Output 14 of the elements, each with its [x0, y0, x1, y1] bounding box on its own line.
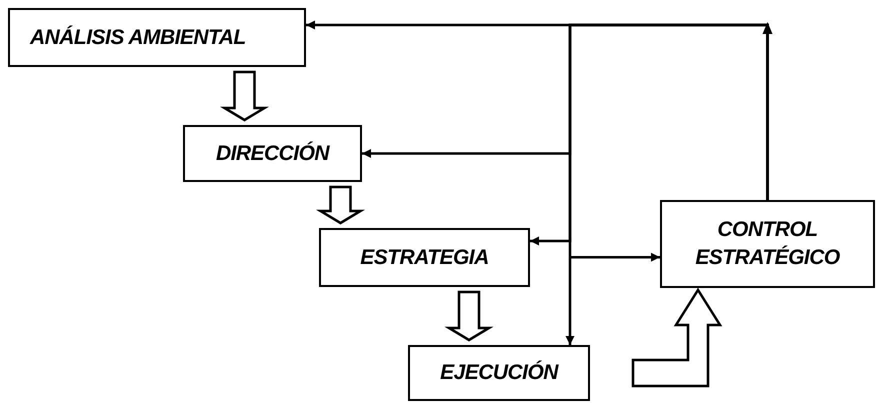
block-arrow	[444, 290, 494, 342]
box-label: ESTRATEGIA	[360, 244, 489, 270]
block-arrow	[220, 70, 270, 122]
box-label: DIRECCIÓN	[216, 140, 330, 166]
block-arrow	[316, 186, 366, 224]
process-box	[183, 125, 362, 182]
block-arrow	[632, 288, 722, 388]
box-label: CONTROL ESTRATÉGICO	[694, 217, 841, 271]
box-label: ANÁLISIS AMBIENTAL	[30, 24, 246, 50]
process-box	[8, 8, 306, 67]
process-box	[660, 200, 875, 288]
process-box	[319, 228, 530, 287]
box-label: EJECUCIÓN	[440, 360, 558, 386]
process-box	[408, 345, 590, 401]
